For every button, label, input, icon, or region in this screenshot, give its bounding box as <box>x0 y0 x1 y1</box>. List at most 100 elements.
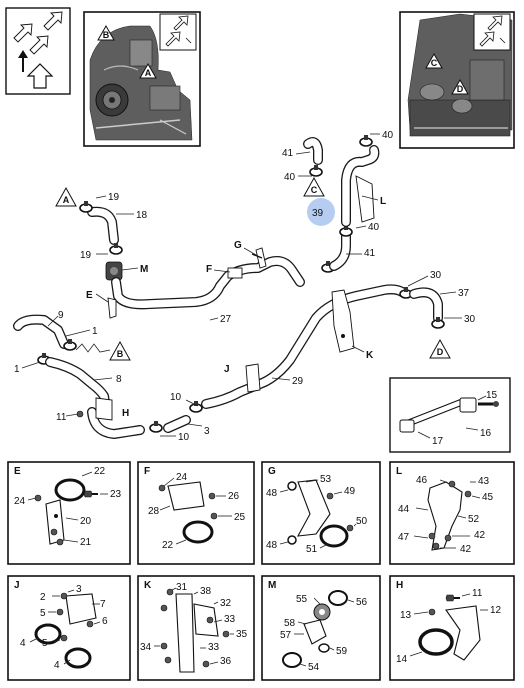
svg-text:H: H <box>396 580 403 591</box>
callout-D: D <box>429 338 451 359</box>
svg-text:34: 34 <box>140 642 152 653</box>
detail-panel-G: G 53 48 49 50 48 51 <box>261 461 381 565</box>
svg-text:33: 33 <box>224 614 236 625</box>
svg-text:45: 45 <box>482 492 494 503</box>
clamp-19-upper <box>79 200 93 213</box>
svg-text:56: 56 <box>356 597 368 608</box>
fitting-G <box>251 247 267 269</box>
svg-text:22: 22 <box>94 466 106 477</box>
svg-text:52: 52 <box>468 514 480 525</box>
svg-text:C: C <box>311 185 318 195</box>
svg-text:58: 58 <box>284 618 296 629</box>
label-40: 40 <box>382 130 394 141</box>
highlight-39[interactable] <box>307 198 335 226</box>
bracket-K-main <box>331 289 355 353</box>
svg-text:46: 46 <box>416 475 428 486</box>
label-9: 9 <box>58 310 64 321</box>
label-11: 11 <box>56 412 67 423</box>
clamp-19-lower <box>109 242 123 255</box>
svg-text:4: 4 <box>54 660 60 671</box>
svg-text:5: 5 <box>42 638 48 649</box>
svg-text:51: 51 <box>306 544 318 555</box>
clamp-40-upper <box>309 164 323 177</box>
callout-A: A <box>55 186 77 207</box>
callout-C-top: C <box>425 52 443 69</box>
label-29: 29 <box>292 376 304 387</box>
callout-A-top: A <box>139 62 157 79</box>
clamp-F <box>227 267 243 279</box>
svg-text:22: 22 <box>162 540 174 551</box>
label-10: 10 <box>170 392 182 403</box>
svg-text:13: 13 <box>400 610 412 621</box>
svg-text:5: 5 <box>40 608 46 619</box>
svg-text:D: D <box>457 84 464 94</box>
detail-panel-H: H 11 13 12 14 <box>389 575 515 681</box>
pipe-8 <box>45 357 111 415</box>
svg-text:55: 55 <box>296 594 308 605</box>
label-27: 27 <box>220 314 232 325</box>
label-18: 18 <box>136 210 148 221</box>
svg-text:E: E <box>14 466 21 477</box>
label-15: 15 <box>486 390 498 401</box>
svg-text:43: 43 <box>478 476 490 487</box>
callout-D-top: D <box>451 78 469 95</box>
label-10: 10 <box>178 432 190 443</box>
label-M: M <box>140 264 148 275</box>
pipe-29 <box>201 284 407 409</box>
svg-text:A: A <box>145 68 152 78</box>
svg-text:25: 25 <box>234 512 246 523</box>
direction-arrows-icon <box>13 11 63 89</box>
label-39: 39 <box>312 208 324 219</box>
main-labels: 19 18 19 M E 9 1 1 8 11 H 10 10 3 27 J 2… <box>14 130 498 447</box>
svg-text:11: 11 <box>472 588 483 599</box>
svg-text:2: 2 <box>40 592 46 603</box>
svg-text:49: 49 <box>344 486 356 497</box>
callout-B-top: B <box>97 24 115 41</box>
detail-panel-E: E 22 23 24 20 21 <box>7 461 131 565</box>
label-J: J <box>224 364 230 375</box>
svg-text:23: 23 <box>110 489 122 500</box>
svg-text:L: L <box>396 466 402 477</box>
break-line <box>75 343 111 353</box>
svg-text:4: 4 <box>20 638 26 649</box>
svg-text:K: K <box>144 580 152 591</box>
svg-text:6: 6 <box>102 616 108 627</box>
callout-B: B <box>109 340 131 361</box>
label-16: 16 <box>480 428 492 439</box>
hose-L <box>341 145 380 227</box>
label-19: 19 <box>80 250 92 261</box>
svg-text:C: C <box>431 58 438 68</box>
label-40: 40 <box>284 172 296 183</box>
hose-18 <box>87 206 119 245</box>
label-3: 3 <box>204 426 210 437</box>
label-L: L <box>380 196 386 207</box>
hose-41-lower <box>329 231 351 271</box>
svg-text:31: 31 <box>176 582 188 593</box>
svg-text:24: 24 <box>14 496 26 507</box>
engine-thumbnail-icon <box>89 25 193 141</box>
svg-text:33: 33 <box>208 642 220 653</box>
hose-9 <box>13 314 69 349</box>
svg-text:28: 28 <box>148 506 160 517</box>
engine-thumbnail-left: B A <box>83 11 201 147</box>
label-G: G <box>234 240 242 251</box>
detail-panel-F: F 24 26 28 25 22 <box>137 461 255 565</box>
svg-text:32: 32 <box>220 598 232 609</box>
svg-text:7: 7 <box>100 599 106 610</box>
label-30: 30 <box>464 314 476 325</box>
svg-text:50: 50 <box>356 516 368 527</box>
label-8: 8 <box>116 374 122 385</box>
svg-text:44: 44 <box>398 504 410 515</box>
engine-thumbnail-right: C D <box>399 11 515 149</box>
clamp-40-top <box>359 134 373 147</box>
label-19: 19 <box>108 192 120 203</box>
svg-text:A: A <box>63 195 70 205</box>
svg-text:42: 42 <box>460 544 472 555</box>
component-M <box>105 261 123 281</box>
pipe-H-lower <box>87 407 145 439</box>
detail-panel-L: L 46 43 45 44 52 47 42 42 <box>389 461 515 565</box>
svg-text:B: B <box>117 349 124 359</box>
detail-panel-K: K 31 38 32 33 34 35 33 36 <box>137 575 255 681</box>
label-1: 1 <box>14 364 20 375</box>
